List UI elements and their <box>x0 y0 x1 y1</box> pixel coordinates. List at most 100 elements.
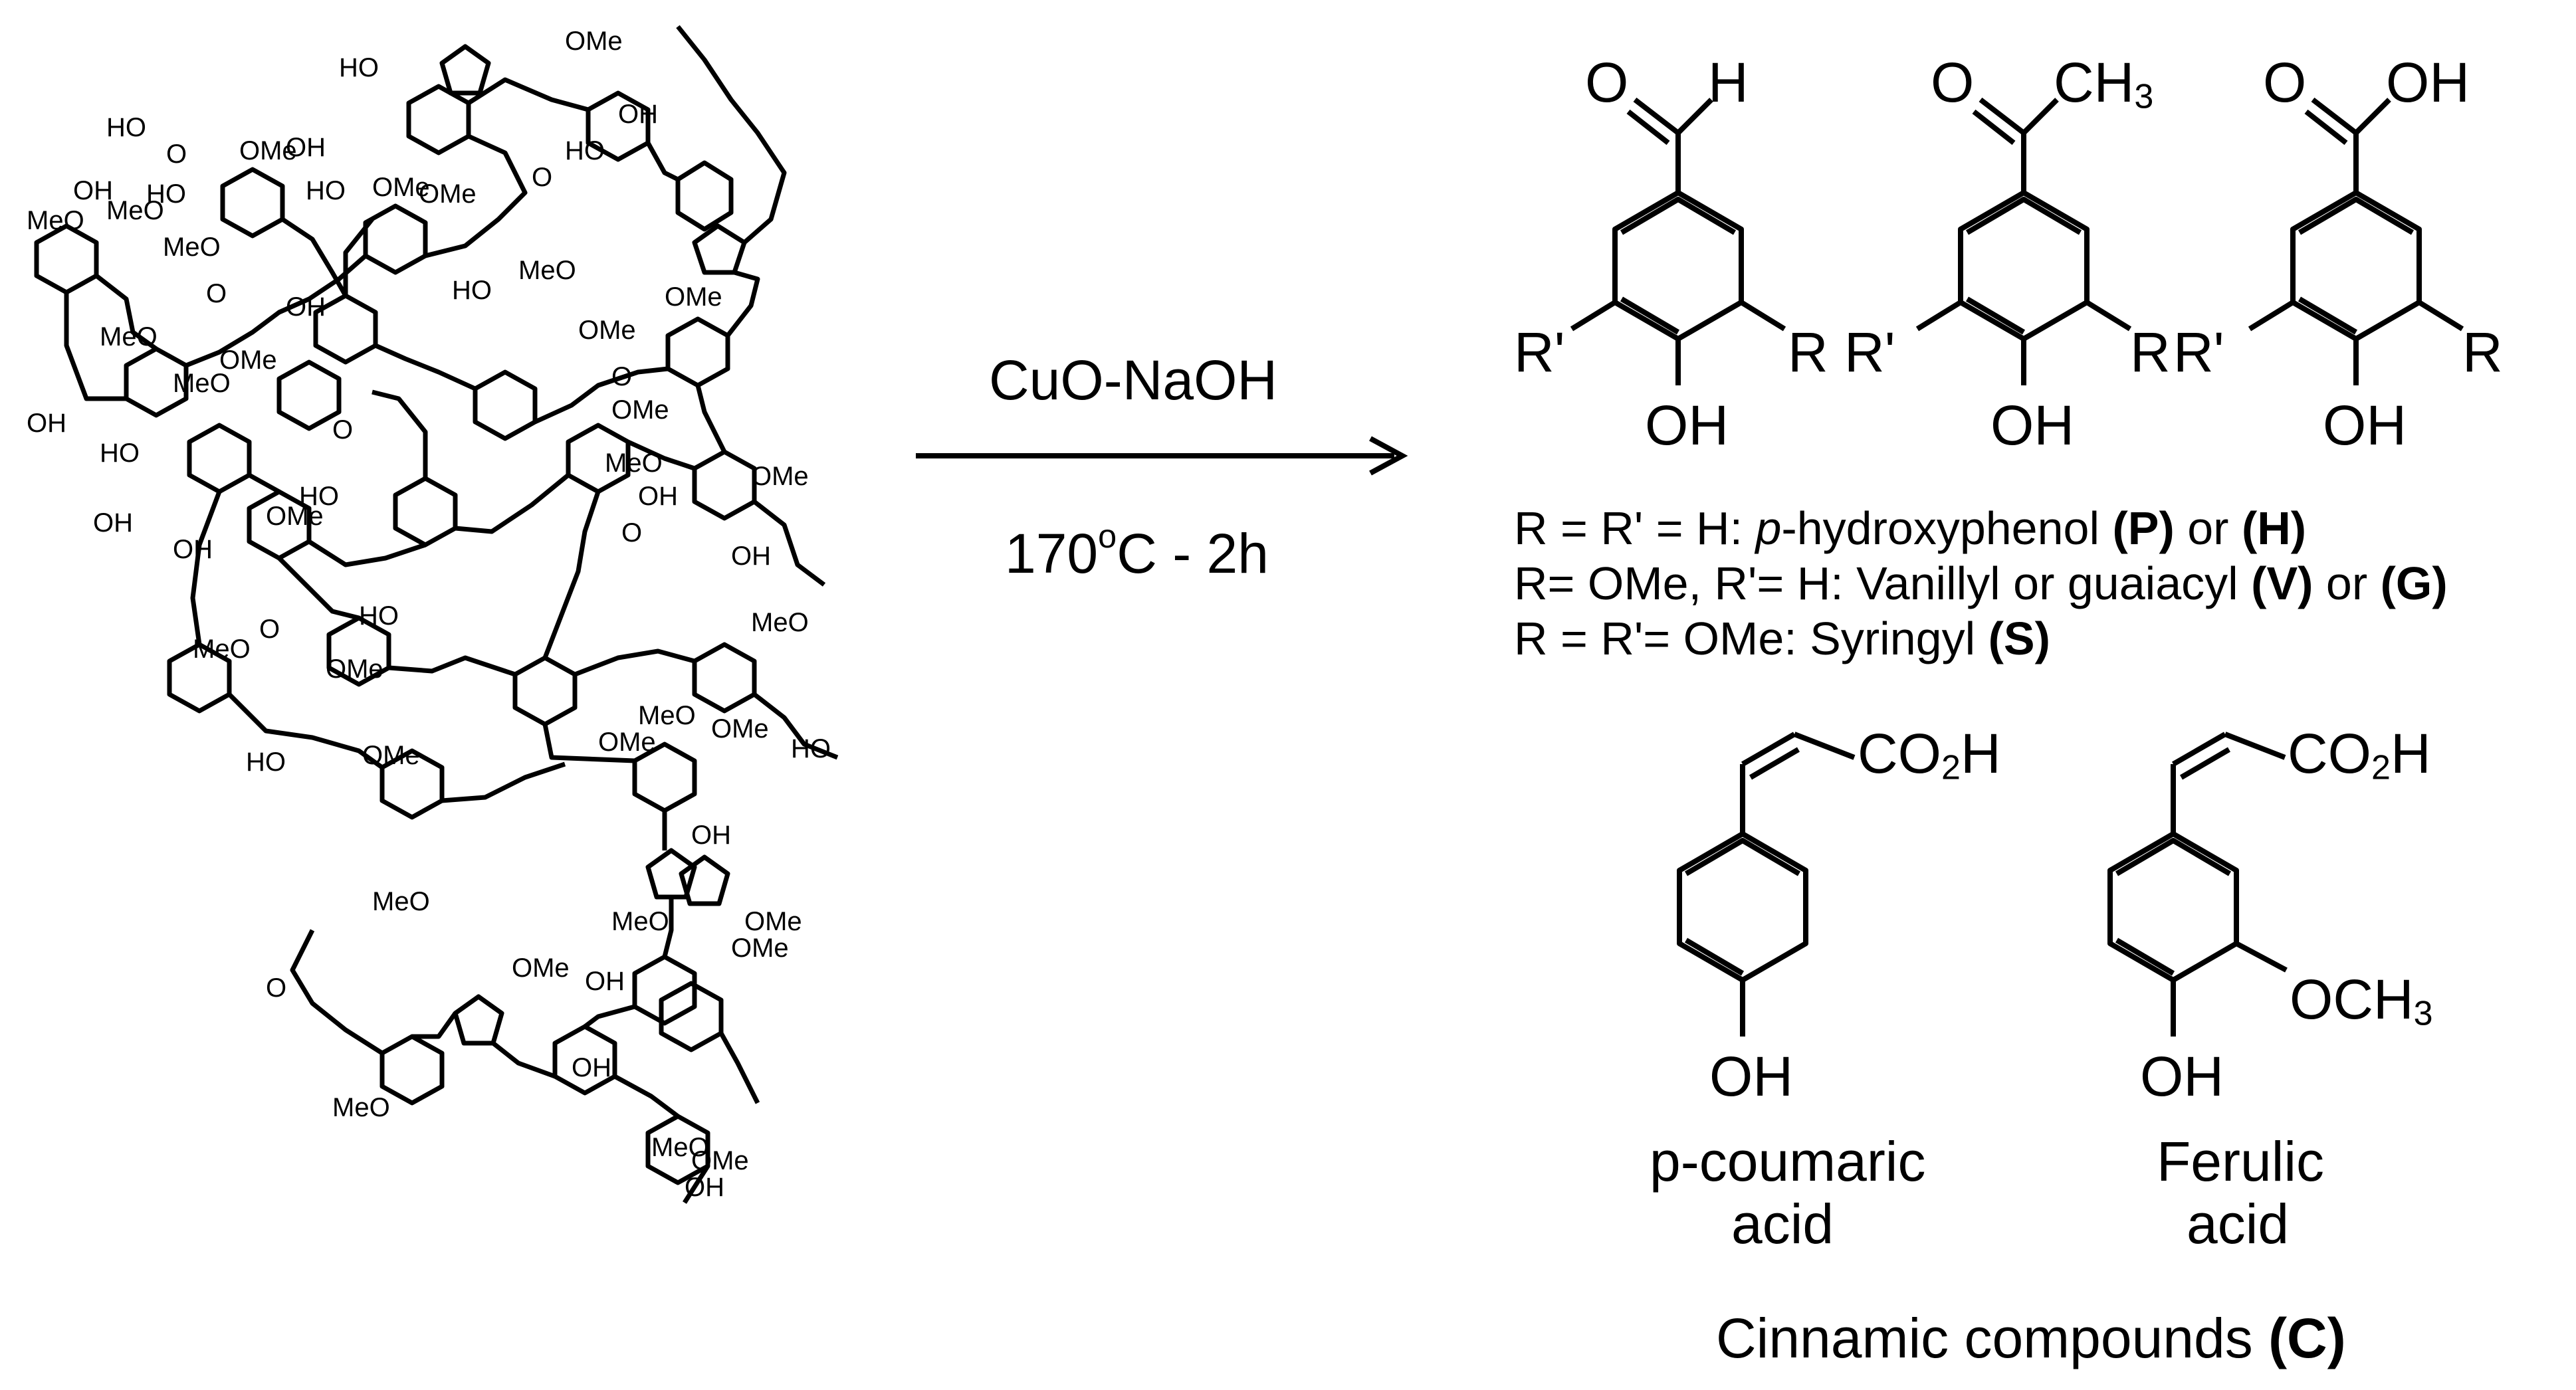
lignin-atom-label: MeO <box>611 907 669 936</box>
lignin-atom-label: OH <box>93 508 133 538</box>
lignin-atom-label: OMe <box>372 173 430 202</box>
temperature-unit-time: C - 2h <box>1117 522 1269 585</box>
lignin-atom-label: MeO <box>332 1093 390 1122</box>
lignin-atom-label: OH <box>27 409 66 438</box>
lignin-atom-label: MeO <box>651 1133 709 1162</box>
legend-line-3: R = R'= OMe: Syringyl (S) <box>1514 613 2050 664</box>
lignin-atom-label: OMe <box>578 316 636 345</box>
lignin-atom-label: OMe <box>326 654 383 684</box>
lignin-atom-label: OH <box>691 821 731 850</box>
aldehyde-r-prime: R' <box>1514 321 1565 383</box>
lignin-atom-label: OMe <box>731 934 789 963</box>
lignin-atom-label: OMe <box>691 1146 749 1175</box>
lignin-atom-label: O <box>621 518 642 547</box>
lignin-atom-label: OMe <box>751 462 809 491</box>
lignin-atom-label: O <box>166 140 187 169</box>
lignin-atom-label: O <box>332 415 353 445</box>
lignin-atom-label: OMe <box>744 907 802 936</box>
legend-line-2: R= OMe, R'= H: Vanillyl or guaiacyl (V) … <box>1514 557 2448 609</box>
lignin-atom-label: HO <box>791 734 831 763</box>
lignin-atom-label: OMe <box>266 502 324 531</box>
aldehyde-oxygen: O <box>1585 51 1629 114</box>
lignin-atom-label: OMe <box>219 346 277 375</box>
ferulic-name-1: Ferulic <box>2157 1130 2325 1193</box>
lignin-atom-label: OH <box>638 482 678 511</box>
lignin-atom-label: OMe <box>239 136 297 165</box>
lignin-atom-label: OMe <box>419 179 477 209</box>
lignin-atom-label: MeO <box>193 635 251 664</box>
cinnamic-caption: Cinnamic compounds (C) <box>1716 1307 2346 1369</box>
lignin-atom-label: MeO <box>605 448 663 478</box>
reagent-label: CuO-NaOH <box>989 349 1278 411</box>
aldehyde-r: R <box>1788 321 1828 383</box>
lignin-atom-label: OMe <box>611 395 669 425</box>
lignin-atom-label: HO <box>339 53 379 82</box>
acid-hydroxyl-top: OH <box>2386 51 2470 114</box>
acid-oxygen: O <box>2263 51 2307 114</box>
lignin-atom-label: OMe <box>362 741 420 770</box>
ketone-oxygen: O <box>1931 51 1975 114</box>
lignin-atom-label: OH <box>731 542 771 571</box>
aldehyde-structure <box>1570 97 1786 385</box>
lignin-atom-label: HO <box>100 439 140 468</box>
lignin-atom-label: O <box>259 615 280 644</box>
coumaric-hydroxyl: OH <box>1709 1045 1793 1108</box>
lignin-atom-label: MeO <box>638 701 696 730</box>
acid-r-prime: R' <box>2173 321 2224 383</box>
lignin-atom-label: OH <box>585 967 625 996</box>
lignin-atom-label: MeO <box>163 233 221 262</box>
temperature-value: 170 <box>1005 522 1099 585</box>
lignin-atom-label: OMe <box>711 714 769 744</box>
lignin-atom-label: MeO <box>173 369 231 398</box>
acid-structure <box>2248 97 2464 385</box>
coumaric-acid-group: CO2H <box>1858 722 2001 787</box>
conditions-label: 170oC - 2h <box>1005 517 1269 581</box>
ferulic-acid-group: CO2H <box>2288 722 2431 787</box>
coumaric-structure <box>1677 732 1856 1037</box>
lignin-atom-label: HO <box>452 276 492 305</box>
lignin-atom-label: OMe <box>565 27 623 56</box>
lignin-atom-label: O <box>532 163 552 192</box>
lignin-atom-label: OH <box>685 1173 724 1202</box>
ferulic-methoxy: OCH3 <box>2290 968 2433 1033</box>
ketone-r-prime: R' <box>1844 321 1895 383</box>
lignin-atom-label: OH <box>286 133 326 162</box>
lignin-atom-label: HO <box>306 176 346 205</box>
ketone-r: R <box>2130 321 2171 383</box>
lignin-atom-label: OH <box>173 535 213 564</box>
lignin-atom-label: MeO <box>518 256 576 285</box>
lignin-atom-label: O <box>266 973 286 1003</box>
ketone-methyl: CH3 <box>2054 51 2154 116</box>
lignin-atom-label: HO <box>146 179 186 209</box>
lignin-atom-label: MeO <box>100 322 158 351</box>
ketone-hydroxyl: OH <box>1990 394 2074 456</box>
lignin-atom-label: OMe <box>598 728 656 757</box>
lignin-atom-label: MeO <box>27 206 84 235</box>
lignin-atom-label: HO <box>565 136 605 165</box>
lignin-atom-label: O <box>611 362 632 391</box>
lignin-atom-label: HO <box>106 113 146 142</box>
lignin-atom-label: OH <box>618 100 658 129</box>
acid-r: R <box>2462 321 2503 383</box>
lignin-atom-label: OH <box>572 1053 611 1082</box>
lignin-atom-label: MeO <box>751 608 809 637</box>
lignin-atom-label: HO <box>246 747 286 777</box>
lignin-atom-label: MeO <box>372 887 430 916</box>
ketone-structure <box>1915 97 2132 385</box>
coumaric-name-1: p-coumaric <box>1650 1130 1926 1193</box>
aldehyde-hydrogen: H <box>1708 51 1749 114</box>
lignin-atom-label: O <box>206 279 227 308</box>
ferulic-structure <box>2107 732 2288 1037</box>
lignin-atom-label: OH <box>73 176 113 205</box>
lignin-atom-label: HO <box>299 482 339 511</box>
ferulic-hydroxyl: OH <box>2140 1045 2224 1108</box>
lignin-atom-label: OMe <box>512 953 570 983</box>
lignin-atom-label: HO <box>359 601 399 631</box>
degree-mark: o <box>1098 517 1117 555</box>
legend-line-1: R = R' = H: p-hydroxyphenol (P) or (H) <box>1514 502 2307 554</box>
lignin-atom-label: MeO <box>106 196 164 225</box>
